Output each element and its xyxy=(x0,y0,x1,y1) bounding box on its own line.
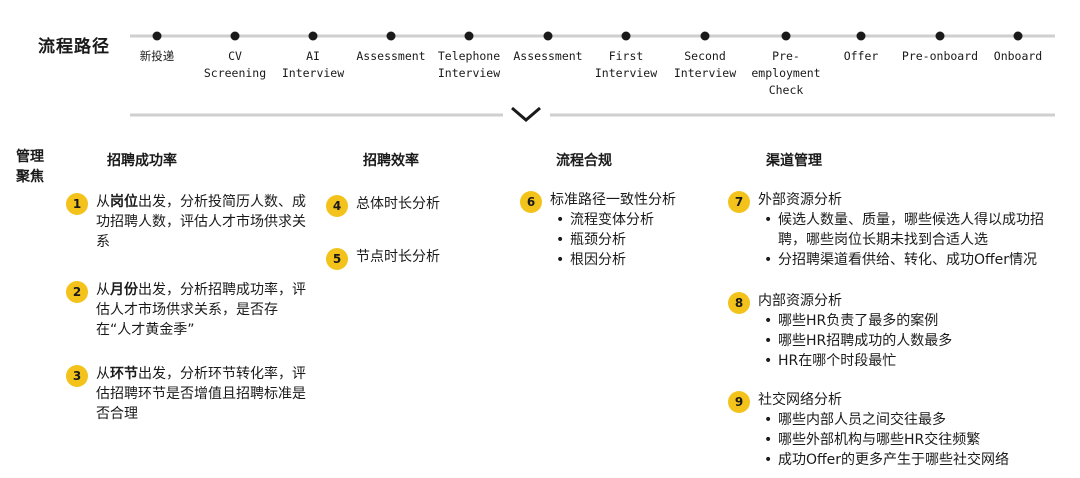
stage-label: First Interview xyxy=(594,49,658,80)
column-title: 渠道管理 xyxy=(766,153,822,169)
focus-title: 管理聚焦 xyxy=(16,149,44,185)
stage-dot xyxy=(621,31,631,41)
item-text: 社交网络分析 xyxy=(758,392,842,408)
stage-dot xyxy=(230,31,240,41)
stage-label: Second Interview xyxy=(673,49,737,80)
bullet-list: 候选人数量、质量，哪些候选人得以成功招聘，哪些岗位长期未找到合适人选 分招聘渠道… xyxy=(758,210,1068,270)
focus-item: 4 总体时长分析 xyxy=(326,194,506,217)
stage-label: 新投递 xyxy=(139,49,175,63)
chevron-down-icon xyxy=(511,106,541,122)
bullet-item: 根因分析 xyxy=(550,250,676,270)
stage-label: Pre- employment Check xyxy=(751,49,821,97)
stage-dot xyxy=(464,31,474,41)
stage-label: CV Screening xyxy=(203,49,267,80)
item-text: 内部资源分析 xyxy=(758,293,842,309)
focus-item: 6 标准路径一致性分析 流程变体分析 瓶颈分析 根因分析 xyxy=(520,190,720,270)
stage-label: Onboard xyxy=(993,49,1043,63)
stage-dot xyxy=(781,31,791,41)
item-text: 标准路径一致性分析 xyxy=(550,192,676,208)
number-badge: 2 xyxy=(66,281,88,303)
item-text: 从月份出发，分析招聘成功率，评估人才市场供求关系，是否存在“人才黄金季” xyxy=(96,282,306,338)
stage-label: Offer xyxy=(843,49,879,63)
number-badge: 1 xyxy=(66,193,88,215)
bullet-item: 流程变体分析 xyxy=(550,210,676,230)
focus-item: 1 从岗位出发，分析投简历人数、成功招聘人数，评估人才市场供求关系 xyxy=(66,192,311,252)
stage-dot xyxy=(1013,31,1023,41)
stage-dot xyxy=(935,31,945,41)
number-badge: 8 xyxy=(728,292,750,314)
focus-item: 5 节点时长分析 xyxy=(326,247,506,270)
bullet-item: 哪些HR招聘成功的人数最多 xyxy=(758,331,952,351)
number-badge: 7 xyxy=(728,191,750,213)
number-badge: 5 xyxy=(326,248,348,270)
bullet-list: 哪些HR负责了最多的案例 哪些HR招聘成功的人数最多 HR在哪个时段最忙 xyxy=(758,311,952,371)
focus-item: 9 社交网络分析 哪些内部人员之间交往最多 哪些外部机构与哪些HR交往频繁 成功… xyxy=(728,390,1068,470)
column-title: 招聘成功率 xyxy=(107,153,177,169)
bullet-item: 哪些内部人员之间交往最多 xyxy=(758,410,1009,430)
timeline xyxy=(130,31,1055,122)
item-text: 外部资源分析 xyxy=(758,192,842,208)
stage-dot xyxy=(308,31,318,41)
column-title: 招聘效率 xyxy=(363,153,419,169)
item-text: 从环节出发，分析环节转化率，评估招聘环节是否增值且招聘标准是否合理 xyxy=(96,366,306,422)
stage-label: AI Interview xyxy=(281,49,345,80)
bullet-list: 流程变体分析 瓶颈分析 根因分析 xyxy=(550,210,676,270)
item-text: 总体时长分析 xyxy=(356,196,440,212)
bullet-item: 成功Offer的更多产生于哪些社交网络 xyxy=(758,450,1009,470)
bullet-list: 哪些内部人员之间交往最多 哪些外部机构与哪些HR交往频繁 成功Offer的更多产… xyxy=(758,410,1009,470)
item-text: 从岗位出发，分析投简历人数、成功招聘人数，评估人才市场供求关系 xyxy=(96,194,306,250)
path-title: 流程路径 xyxy=(38,37,110,57)
number-badge: 3 xyxy=(66,365,88,387)
item-text: 节点时长分析 xyxy=(356,249,440,265)
stage-dot xyxy=(543,31,553,41)
bullet-item: 哪些外部机构与哪些HR交往频繁 xyxy=(758,430,1009,450)
stage-label: Telephone Interview xyxy=(437,49,501,80)
stage-dots xyxy=(152,31,1023,41)
number-badge: 6 xyxy=(520,191,542,213)
stage-label: Pre-onboard xyxy=(901,49,979,63)
focus-item: 8 内部资源分析 哪些HR负责了最多的案例 哪些HR招聘成功的人数最多 HR在哪… xyxy=(728,291,1068,371)
number-badge: 4 xyxy=(326,195,348,217)
stage-dot xyxy=(152,31,162,41)
stage-label: Assessment xyxy=(513,49,583,63)
stage-label: Assessment xyxy=(356,49,426,63)
bullet-item: 哪些HR负责了最多的案例 xyxy=(758,311,952,331)
stage-dot xyxy=(700,31,710,41)
bullet-item: 分招聘渠道看供给、转化、成功Offer情况 xyxy=(758,250,1068,270)
bullet-item: 候选人数量、质量，哪些候选人得以成功招聘，哪些岗位长期未找到合适人选 xyxy=(758,210,1068,250)
stage-dot xyxy=(386,31,396,41)
bullet-item: HR在哪个时段最忙 xyxy=(758,351,952,371)
column-title: 流程合规 xyxy=(556,153,612,169)
number-badge: 9 xyxy=(728,391,750,413)
focus-item: 3 从环节出发，分析环节转化率，评估招聘环节是否增值且招聘标准是否合理 xyxy=(66,364,311,424)
focus-item: 7 外部资源分析 候选人数量、质量，哪些候选人得以成功招聘，哪些岗位长期未找到合… xyxy=(728,190,1068,270)
focus-item: 2 从月份出发，分析招聘成功率，评估人才市场供求关系，是否存在“人才黄金季” xyxy=(66,280,311,340)
stage-dot xyxy=(856,31,866,41)
bullet-item: 瓶颈分析 xyxy=(550,230,676,250)
